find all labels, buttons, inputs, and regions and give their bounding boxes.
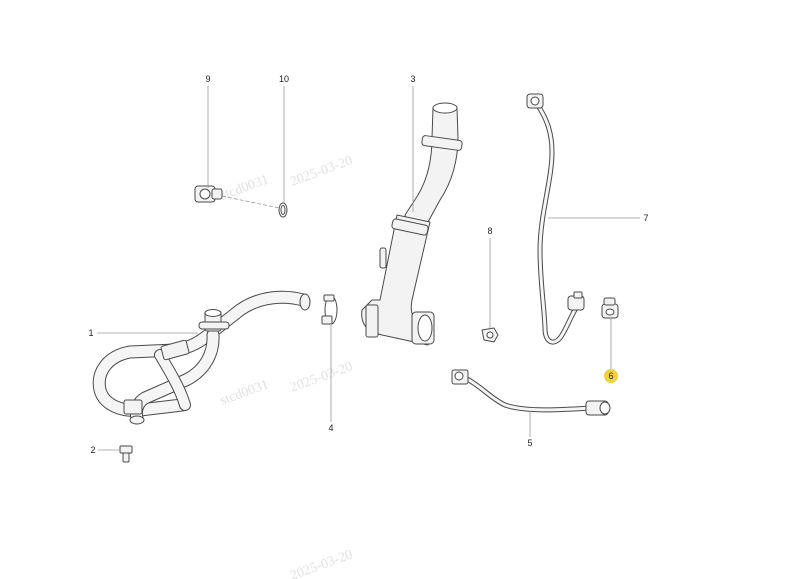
watermark-date-1: 2025-03-20 [288,153,355,189]
callout-7[interactable]: 7 [643,213,648,223]
watermark-id-2: stcd0031 [218,377,271,408]
callout-5[interactable]: 5 [527,438,532,448]
part-8-clip[interactable] [481,327,499,343]
callout-2[interactable]: 2 [90,445,95,455]
part-2-bolt[interactable] [119,445,133,463]
part-6-grommet[interactable] [601,297,619,319]
callout-9[interactable]: 9 [205,74,210,84]
part-3-upper-pipe[interactable] [361,102,463,346]
watermark-id-1: stcd0031 [218,172,271,203]
part-10-o-ring[interactable] [278,202,288,218]
callout-6-highlight [604,369,618,383]
callout-10[interactable]: 10 [279,74,289,84]
callout-8[interactable]: 8 [487,226,492,236]
callout-6[interactable]: 6 [608,371,613,381]
watermark-date-2: 2025-03-20 [288,359,355,395]
part-5-lower-pipe[interactable] [451,369,611,416]
part-9-plug[interactable] [194,185,223,203]
part-4-hose-clamp[interactable] [321,294,338,325]
callout-4[interactable]: 4 [328,423,333,433]
callout-3[interactable]: 3 [410,74,415,84]
callout-1[interactable]: 1 [88,328,93,338]
part-7-bent-pipe[interactable] [526,93,585,345]
part-1-lower-hose[interactable] [92,290,311,425]
watermark-date-3: 2025-03-20 [288,547,355,579]
alignment-line-9-10 [221,195,280,209]
